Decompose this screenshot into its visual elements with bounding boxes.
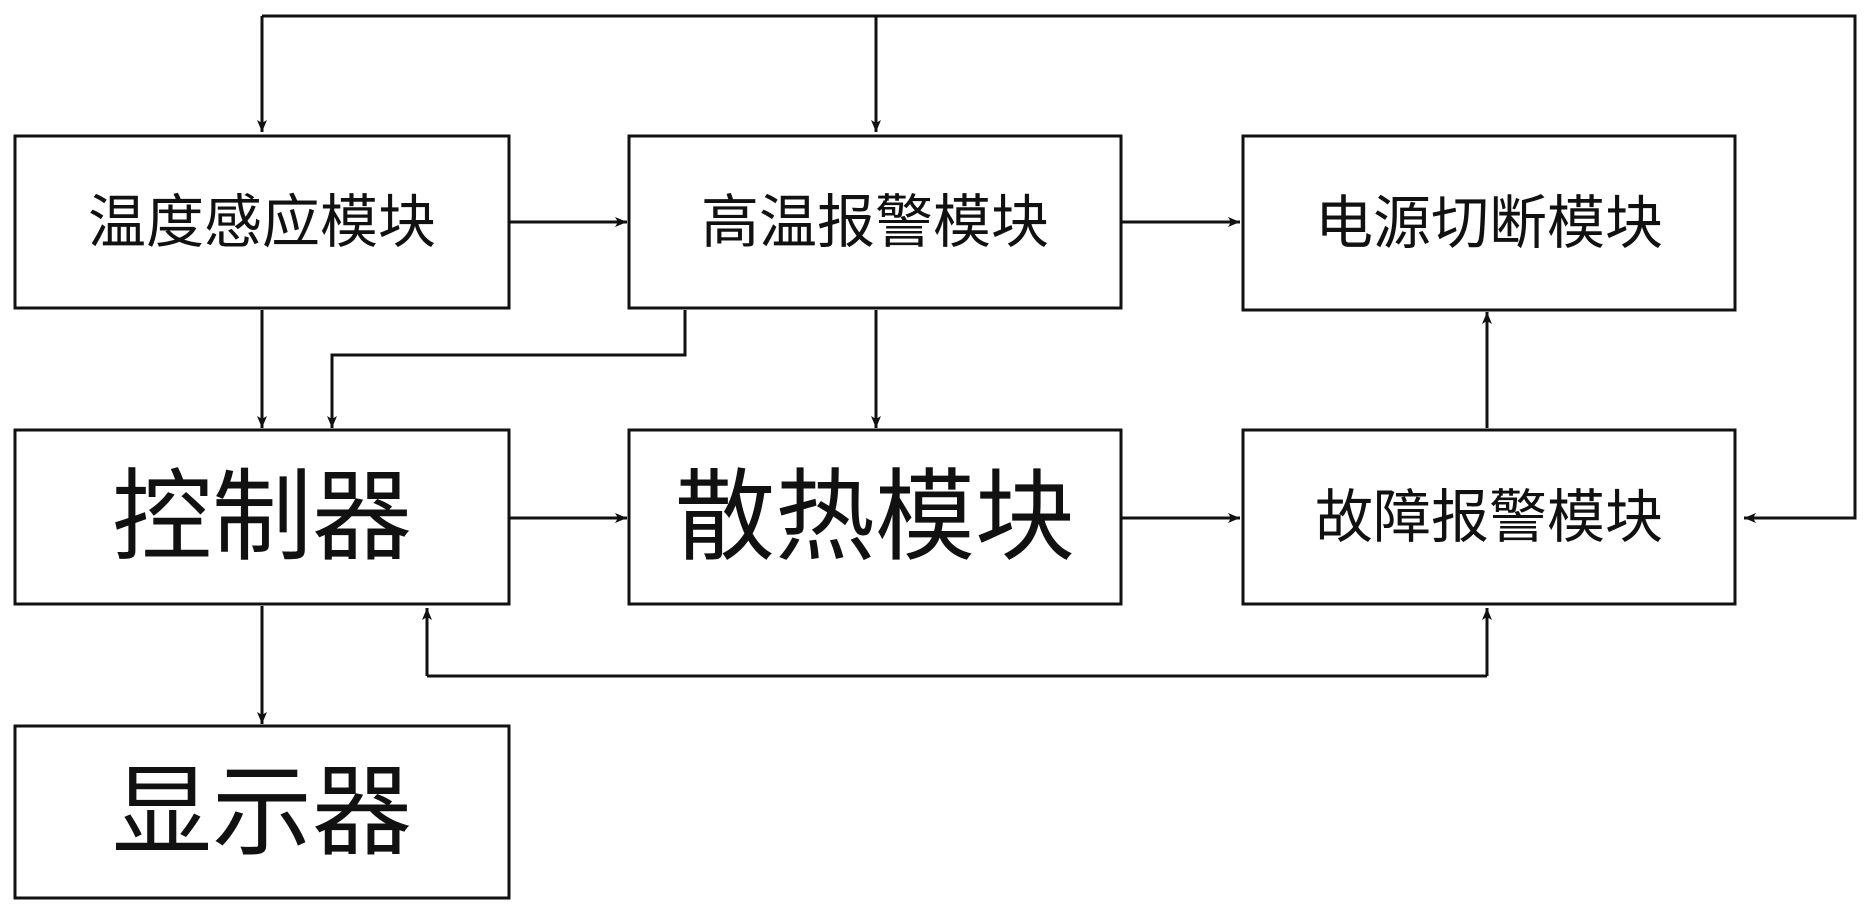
node-fault-alarm-label: 故障报警模块: [1315, 483, 1663, 551]
node-display: 显示器: [13, 724, 511, 900]
node-power-cutoff: 电源切断模块: [1241, 134, 1737, 312]
node-temp-sensing-label: 温度感应模块: [88, 188, 436, 256]
edges: [257, 14, 1857, 724]
node-controller-label: 控制器: [112, 459, 412, 576]
node-power-cutoff-label: 电源切断模块: [1315, 189, 1663, 257]
node-cooling-label: 散热模块: [675, 459, 1075, 576]
node-controller: 控制器: [13, 428, 511, 606]
node-high-temp-alarm: 高温报警模块: [627, 134, 1123, 310]
node-high-temp-alarm-label: 高温报警模块: [701, 188, 1049, 256]
node-display-label: 显示器: [112, 754, 412, 871]
node-temp-sensing: 温度感应模块: [13, 134, 511, 310]
node-cooling: 散热模块: [627, 428, 1123, 606]
edge-high-temp-alarm-to-controller: [327, 310, 687, 428]
node-fault-alarm: 故障报警模块: [1241, 428, 1737, 606]
